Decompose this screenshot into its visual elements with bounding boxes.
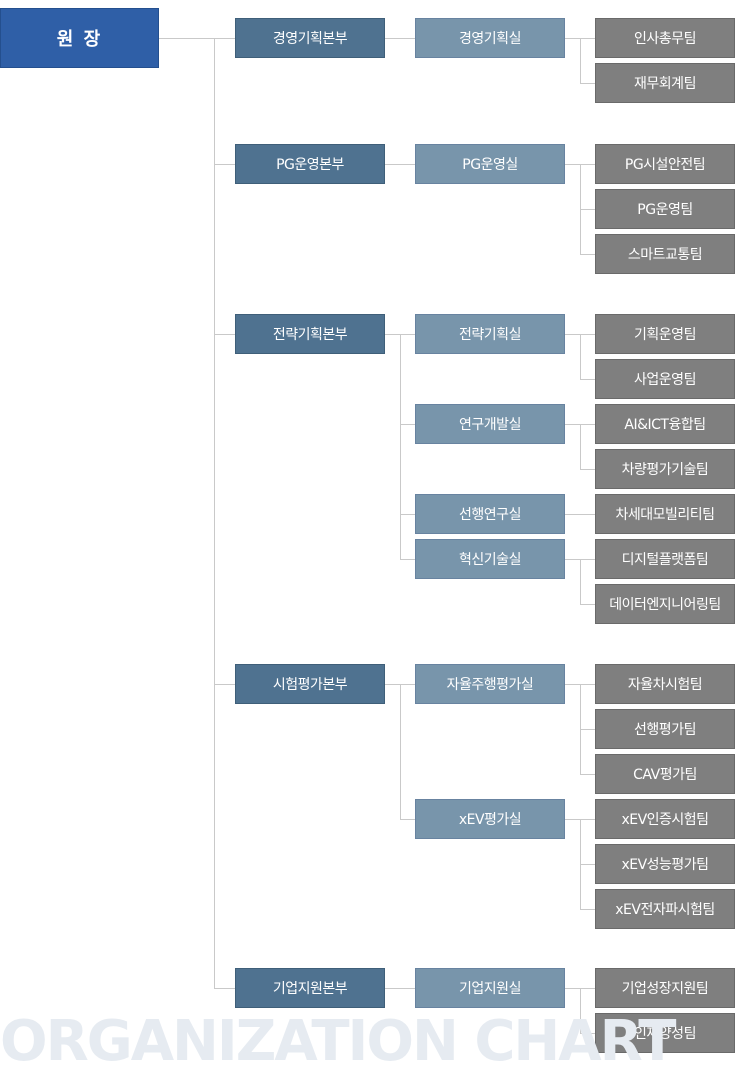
office-node: 기업지원실 bbox=[415, 968, 565, 1008]
connector-line bbox=[385, 38, 415, 39]
connector-line bbox=[580, 729, 595, 730]
team-node: 선행평가팀 bbox=[595, 709, 735, 749]
division-node: PG운영본부 bbox=[235, 144, 385, 184]
team-node: AI&ICT융합팀 bbox=[595, 404, 735, 444]
connector-line bbox=[580, 988, 581, 1034]
office-node: 자율주행평가실 bbox=[415, 664, 565, 704]
office-node: 혁신기술실 bbox=[415, 539, 565, 579]
connector-line bbox=[400, 684, 415, 685]
connector-line bbox=[580, 819, 595, 820]
connector-line bbox=[565, 988, 580, 989]
team-node: xEV인증시험팀 bbox=[595, 799, 735, 839]
root-node: 원 장 bbox=[0, 8, 159, 68]
connector-line bbox=[214, 164, 235, 165]
office-node: PG운영실 bbox=[415, 144, 565, 184]
team-node: 차세대모빌리티팀 bbox=[595, 494, 735, 534]
connector-line bbox=[580, 559, 581, 605]
office-node: xEV평가실 bbox=[415, 799, 565, 839]
connector-line bbox=[580, 254, 595, 255]
team-node: 인사총무팀 bbox=[595, 18, 735, 58]
team-node: 자율차시험팀 bbox=[595, 664, 735, 704]
connector-line bbox=[580, 604, 595, 605]
connector-line bbox=[565, 559, 580, 560]
connector-line bbox=[400, 334, 401, 560]
connector-line bbox=[214, 684, 235, 685]
connector-line bbox=[385, 988, 415, 989]
connector-line bbox=[580, 774, 595, 775]
connector-line bbox=[580, 38, 595, 39]
connector-line bbox=[400, 334, 415, 335]
connector-line bbox=[400, 819, 415, 820]
team-node: 디지털플랫폼팀 bbox=[595, 539, 735, 579]
connector-line bbox=[214, 38, 235, 39]
connector-line bbox=[565, 38, 580, 39]
team-node: CAV평가팀 bbox=[595, 754, 735, 794]
connector-line bbox=[565, 164, 580, 165]
connector-line bbox=[580, 209, 595, 210]
connector-line bbox=[565, 424, 580, 425]
team-node: 차량평가기술팀 bbox=[595, 449, 735, 489]
connector-line bbox=[565, 819, 580, 820]
connector-line bbox=[580, 424, 581, 470]
office-node: 전략기획실 bbox=[415, 314, 565, 354]
connector-line bbox=[580, 379, 595, 380]
team-node: 사업운영팀 bbox=[595, 359, 735, 399]
watermark-text: ORGANIZATION CHART bbox=[0, 1009, 676, 1074]
connector-line bbox=[580, 909, 595, 910]
connector-line bbox=[580, 164, 595, 165]
team-node: 기획운영팀 bbox=[595, 314, 735, 354]
division-node: 전략기획본부 bbox=[235, 314, 385, 354]
team-node: PG시설안전팀 bbox=[595, 144, 735, 184]
connector-line bbox=[580, 559, 595, 560]
office-node: 선행연구실 bbox=[415, 494, 565, 534]
connector-line bbox=[385, 684, 400, 685]
team-node: 스마트교통팀 bbox=[595, 234, 735, 274]
connector-line bbox=[580, 684, 595, 685]
office-node: 경영기획실 bbox=[415, 18, 565, 58]
connector-line bbox=[565, 684, 580, 685]
connector-line bbox=[580, 424, 595, 425]
connector-line bbox=[565, 334, 580, 335]
connector-line bbox=[385, 164, 415, 165]
connector-line bbox=[580, 83, 595, 84]
connector-line bbox=[565, 514, 580, 515]
connector-line bbox=[214, 988, 235, 989]
office-node: 연구개발실 bbox=[415, 404, 565, 444]
connector-line bbox=[400, 424, 415, 425]
connector-line bbox=[580, 469, 595, 470]
division-node: 기업지원본부 bbox=[235, 968, 385, 1008]
team-node: 기업성장지원팀 bbox=[595, 968, 735, 1008]
team-node: 재무회계팀 bbox=[595, 63, 735, 103]
connector-line bbox=[214, 334, 235, 335]
connector-line bbox=[580, 38, 581, 84]
connector-line bbox=[400, 684, 401, 820]
connector-line bbox=[400, 514, 415, 515]
division-node: 시험평가본부 bbox=[235, 664, 385, 704]
connector-line bbox=[580, 988, 595, 989]
division-node: 경영기획본부 bbox=[235, 18, 385, 58]
connector-line bbox=[400, 559, 415, 560]
team-node: 데이터엔지니어링팀 bbox=[595, 584, 735, 624]
team-node: 인재양성팀 bbox=[595, 1013, 735, 1053]
connector-line bbox=[385, 334, 400, 335]
connector-line bbox=[580, 334, 581, 380]
connector-line bbox=[580, 864, 595, 865]
connector-line bbox=[159, 38, 214, 39]
team-node: PG운영팀 bbox=[595, 189, 735, 229]
connector-line bbox=[580, 514, 595, 515]
team-node: xEV성능평가팀 bbox=[595, 844, 735, 884]
team-node: xEV전자파시험팀 bbox=[595, 889, 735, 929]
connector-line bbox=[580, 1033, 595, 1034]
connector-line bbox=[214, 38, 215, 989]
connector-line bbox=[580, 334, 595, 335]
